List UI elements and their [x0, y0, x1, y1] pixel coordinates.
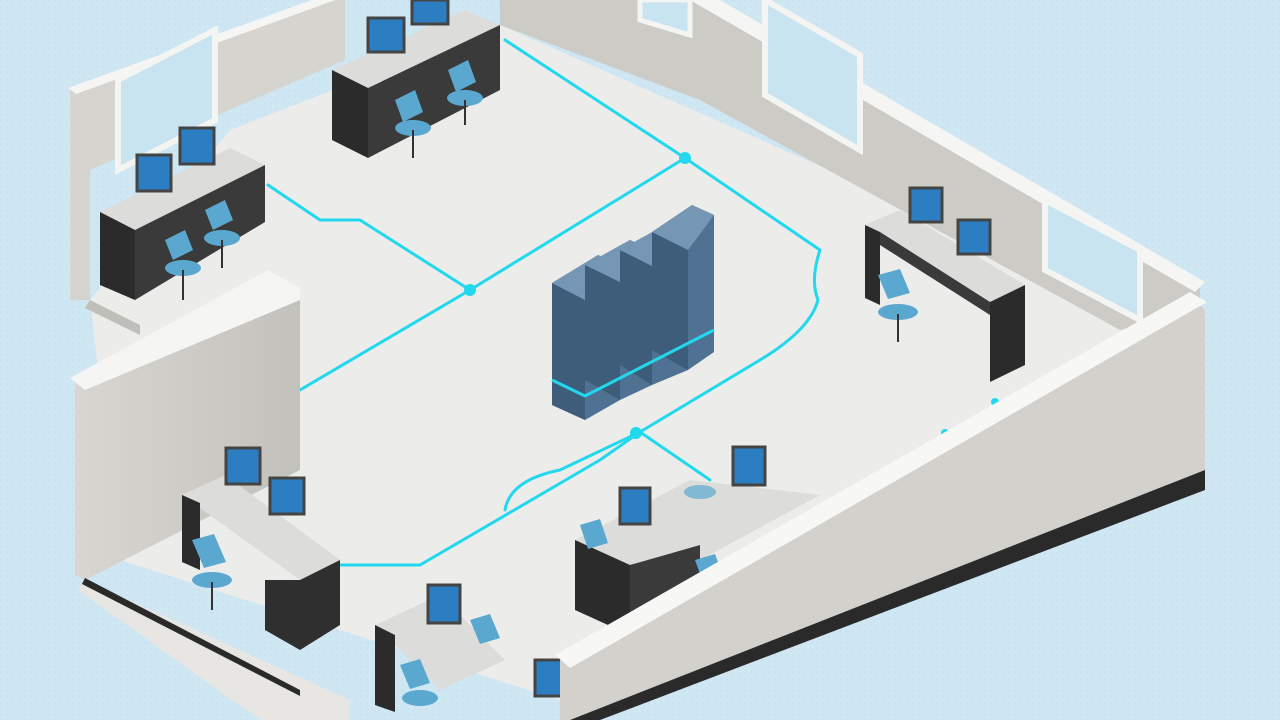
chair	[395, 60, 483, 136]
workstation	[332, 0, 500, 158]
server-rack	[652, 205, 714, 370]
network-cables	[266, 38, 822, 567]
monitor	[178, 126, 216, 166]
monitor	[366, 16, 406, 54]
partition-wall	[70, 270, 300, 580]
monitor	[426, 583, 462, 625]
window	[1042, 195, 1143, 325]
monitor	[956, 218, 992, 256]
monitor	[618, 486, 652, 526]
window	[115, 25, 218, 175]
monitor	[224, 446, 262, 486]
chair	[192, 534, 232, 588]
front-left-edge	[78, 578, 350, 720]
network-nodes	[464, 152, 999, 439]
monitor	[268, 476, 306, 516]
monitor	[731, 445, 767, 487]
chair	[878, 269, 918, 320]
server-racks	[551, 205, 715, 420]
back-right-wall	[500, 0, 1205, 330]
workstation	[182, 446, 340, 650]
chair	[400, 614, 500, 706]
workstation	[100, 126, 265, 300]
window	[762, 0, 863, 156]
monitor	[135, 153, 173, 193]
front-right-wall	[555, 292, 1207, 720]
server-glow	[551, 328, 715, 398]
chair	[165, 200, 240, 276]
window	[637, 0, 693, 39]
back-left-wall	[68, 0, 345, 335]
monitor	[908, 186, 944, 224]
workstation	[865, 186, 1025, 382]
monitor	[410, 0, 450, 26]
